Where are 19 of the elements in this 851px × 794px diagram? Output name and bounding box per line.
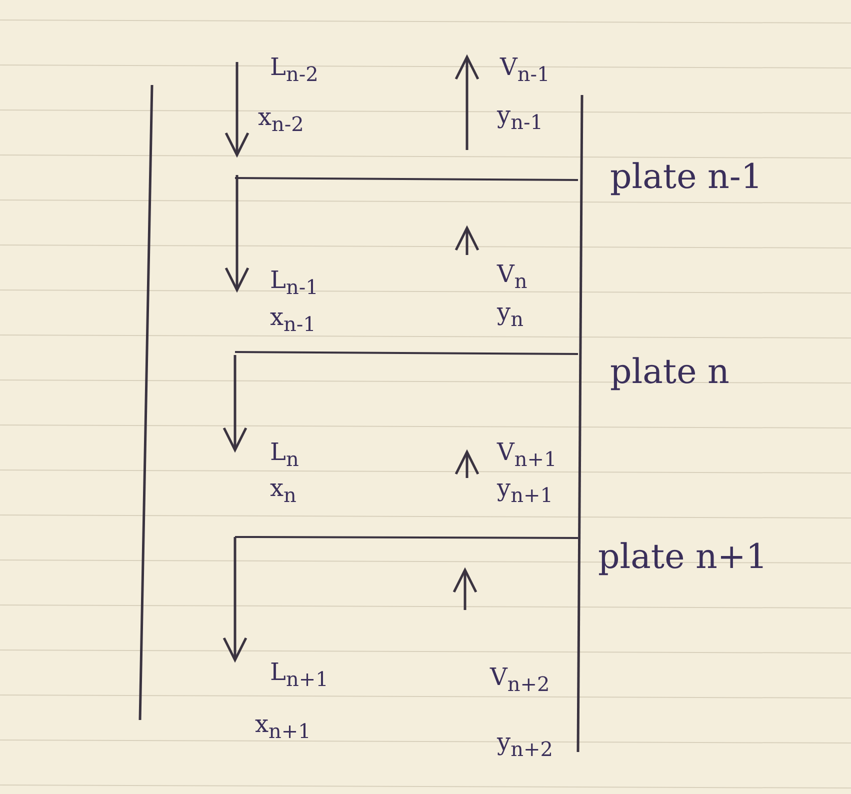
flow-label: y$_{n-1}$	[497, 103, 543, 132]
plate-label: plate n	[610, 355, 730, 389]
flow-label: y$_{n+1}$	[497, 476, 553, 505]
flow-label: V$_{n+2}$	[490, 665, 550, 694]
flow-label: L$_{n-2}$	[270, 55, 318, 84]
flow-label: V$_{n-1}$	[500, 55, 550, 84]
flow-label: x$_{n}$	[270, 476, 296, 505]
flow-label: V$_{n+1}$	[497, 440, 557, 469]
flow-label: L$_{n-1}$	[270, 268, 318, 297]
flow-label: x$_{n-1}$	[270, 305, 316, 334]
plate-label: plate n-1	[610, 160, 763, 194]
flow-label: V$_{n}$	[497, 262, 528, 291]
flow-label: y$_{n}$	[497, 300, 524, 329]
plate-label: plate n+1	[598, 540, 768, 574]
flow-label: L$_{n}$	[270, 440, 299, 469]
flow-label: x$_{n+1}$	[255, 712, 311, 741]
flow-label: x$_{n-2}$	[258, 105, 304, 134]
flow-label: L$_{n+1}$	[270, 660, 328, 689]
flow-label: y$_{n+2}$	[497, 730, 553, 759]
